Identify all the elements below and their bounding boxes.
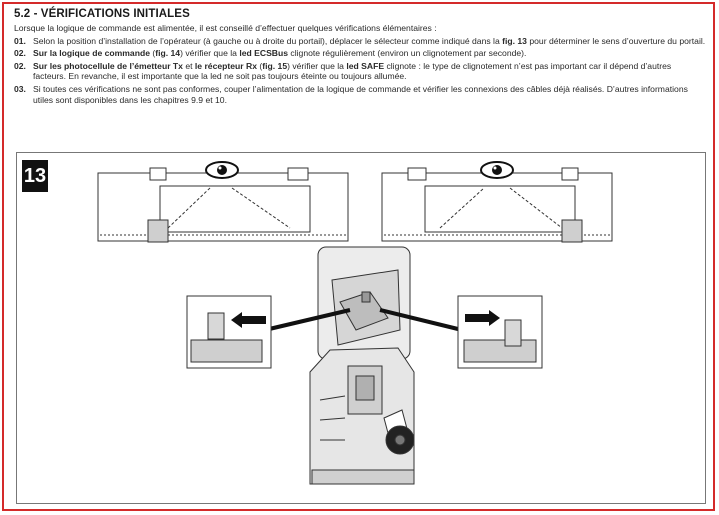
operator-base [311,469,415,485]
operator-board [355,375,375,401]
step-text: Selon la position d’installation de l’op… [33,35,706,46]
figure-number: 13 [22,160,48,192]
step-number: 02. [14,60,26,71]
step-number: 02. [14,48,26,59]
figure-frame [16,152,706,504]
left-gate-leaf [159,185,311,233]
right-wall-post [407,167,427,181]
inset-switch [207,312,225,340]
right-wall-post-2 [561,167,579,181]
pointer-line-left [264,308,351,332]
step-text: Si toutes ces vérifications ne sont pas … [33,83,688,105]
step-02a: 02. Sur la logique de commande (fig. 14)… [14,48,706,59]
step-number: 03. [14,83,26,94]
selector-lever [339,291,389,331]
step-text: Sur les photocellule de l’émetteur Tx et… [33,60,672,82]
selector-detail [317,246,411,360]
right-selector-inset [457,295,543,369]
inset-switch [504,319,522,347]
operator-detail [319,417,346,421]
left-operator [147,219,169,243]
step-text: Sur la logique de commande (fig. 14) vér… [33,48,527,59]
inset-base [463,339,537,363]
document-body: 5.2 - VÉRIFICATIONS INITIALES Lorsque la… [14,8,706,105]
pointer-line-right [379,308,463,332]
operator-detail [319,395,346,401]
arrow-left-icon [231,312,266,328]
left-gate-scene [97,167,349,243]
eye-icon [480,161,514,179]
arrow-right-icon [465,310,500,326]
section-title: 5.2 - VÉRIFICATIONS INITIALES [14,8,190,20]
left-wall-post [149,167,167,181]
sight-line [231,187,291,229]
left-wall-post-2 [287,167,309,181]
selector-knob [361,291,371,303]
right-operator [561,219,583,243]
operator-housing [309,347,415,485]
eye-icon [205,161,239,179]
left-selector-inset [186,295,272,369]
operator-gear-hub [394,434,406,446]
gate-operator [309,347,415,485]
step-02b: 02. Sur les photocellule de l’émetteur T… [14,61,706,82]
step-01: 01. Selon la position d’installation de … [14,36,706,47]
right-gate-scene [381,167,613,243]
sight-line [509,187,563,229]
step-03: 03. Si toutes ces vérifications ne sont … [14,84,706,105]
intro-paragraph: Lorsque la logique de commande est alime… [14,23,437,33]
step-number: 01. [14,35,26,46]
inset-base [190,339,263,363]
right-gate-leaf [424,185,576,233]
